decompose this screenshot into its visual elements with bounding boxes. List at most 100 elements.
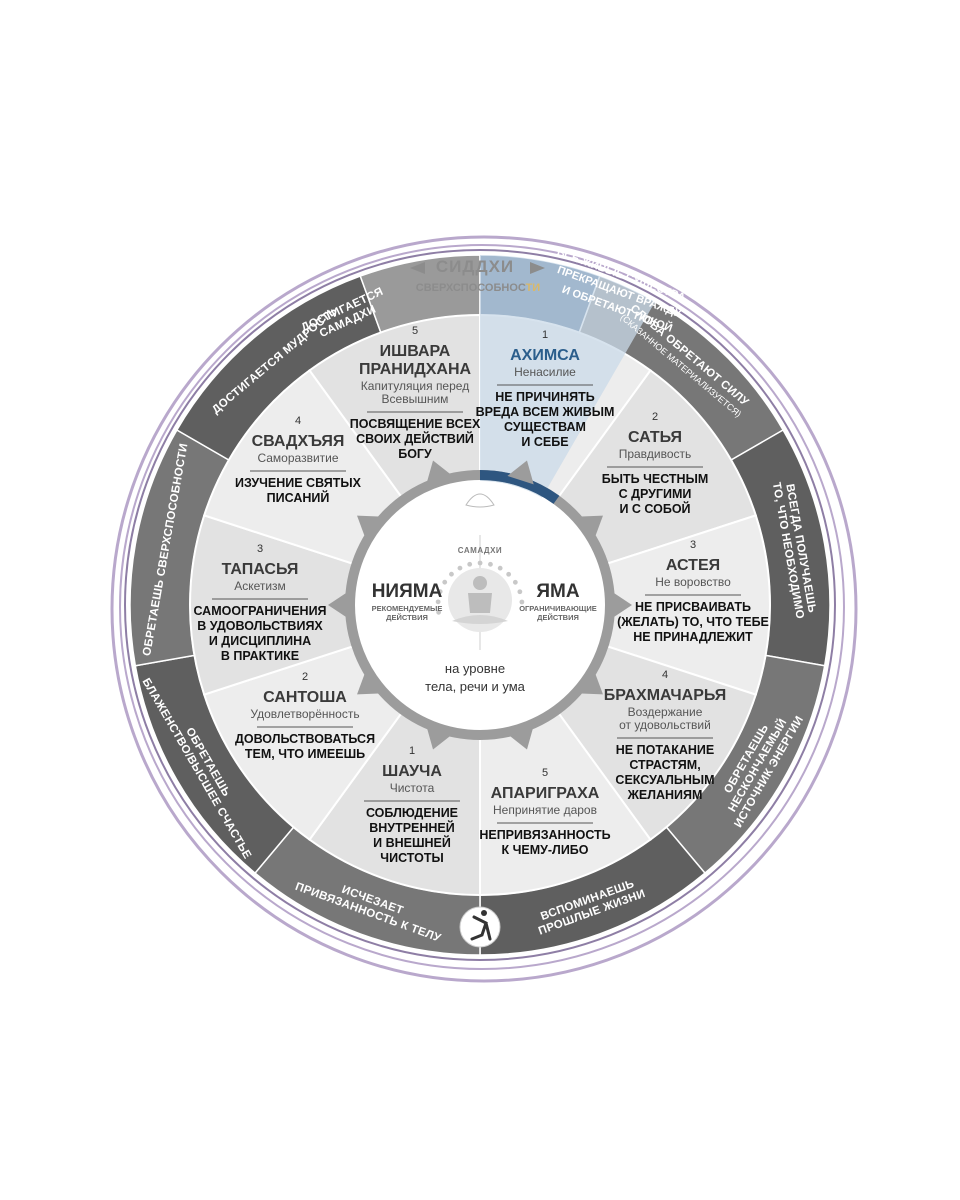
step-subtitle: Удовлетворённость: [250, 707, 359, 721]
step-description: И СЕБЕ: [521, 435, 568, 449]
step-description: ИЗУЧЕНИЕ СВЯТЫХ: [235, 476, 362, 490]
step-description: СУЩЕСТВАМ: [504, 420, 586, 434]
step-description: С ДРУГИМИ: [619, 487, 692, 501]
purple-rim-outer: [110, 235, 858, 983]
figure-dot: [457, 565, 463, 571]
level-line: тела, речи и ума: [425, 679, 525, 694]
figure-dot: [442, 579, 448, 585]
figure-lotus-base: [452, 615, 508, 624]
step-description: НЕ ПРИСВАИВАТЬ: [635, 600, 751, 614]
siddhi-title: СИДДХИ: [436, 257, 514, 276]
step-description: ПИСАНИЙ: [267, 490, 330, 505]
figure-dot: [437, 589, 443, 595]
step-number: 5: [542, 767, 548, 779]
gear-tooth: [357, 671, 382, 695]
step-description: И С СОБОЙ: [619, 501, 690, 516]
figure-dot: [488, 561, 493, 567]
figure-dot: [497, 565, 503, 571]
step-description: И ВНЕШНЕЙ: [373, 835, 451, 850]
logo-circle: [459, 906, 501, 948]
step-name: САТЬЯ: [628, 429, 682, 446]
step-description: СТРАСТЯМ,: [629, 758, 700, 772]
step-description: ПОСВЯЩЕНИЕ ВСЕХ: [350, 417, 481, 431]
step-description: ВНУТРЕННЕЙ: [369, 820, 455, 835]
step-number: 5: [412, 325, 418, 337]
step-name: БРАХМАЧАРЬЯ: [604, 687, 727, 704]
step-number: 4: [662, 669, 668, 681]
step-description: НЕ ПРИЧИНЯТЬ: [495, 390, 595, 404]
step-subtitle: Воздержание: [628, 705, 703, 719]
step-number: 1: [409, 745, 415, 757]
figure-dot: [512, 579, 518, 585]
level-line: на уровне: [445, 661, 505, 676]
lotus-petal: [465, 493, 495, 508]
step-description: В УДОВОЛЬСТВИЯХ: [197, 619, 323, 633]
step-description: ЖЕЛАНИЯМ: [627, 788, 703, 802]
step-description: СВОИХ ДЕЙСТВИЙ: [356, 431, 474, 446]
step-description: ЧИСТОТЫ: [380, 851, 443, 865]
step-number: 4: [295, 415, 301, 427]
figure-dot: [435, 599, 441, 605]
logo-figure: [470, 915, 492, 941]
inner-segments: [189, 255, 771, 897]
step-description: САМООГРАНИЧЕНИЯ: [193, 604, 326, 618]
niyama-sub-line: ДЕЙСТВИЯ: [386, 613, 428, 622]
figure-dot: [517, 589, 523, 595]
gear-tooth: [611, 591, 632, 619]
step-description: ВРЕДА ВСЕМ ЖИВЫМ: [476, 405, 615, 419]
yama-sub-line: ДЕЙСТВИЯ: [537, 613, 579, 622]
gear-tooth: [426, 460, 453, 485]
siddhi-arrow-left-icon: [410, 262, 425, 274]
figure-dot: [467, 561, 473, 567]
step-number: 1: [542, 329, 548, 341]
figure-head: [473, 576, 487, 590]
gear-tooth: [357, 515, 382, 539]
step-description: БОГУ: [398, 447, 432, 461]
gear-tooth: [328, 591, 349, 619]
step-description: ТЕМ, ЧТО ИМЕЕШЬ: [245, 747, 365, 761]
figure-logo-icon: [459, 906, 501, 948]
figure-body: [468, 593, 492, 613]
gear-tooth: [507, 460, 534, 485]
purple-rim-middle: [119, 244, 845, 970]
step-number: 3: [257, 543, 263, 555]
step-number: 3: [690, 539, 696, 551]
step-subtitle: Капитуляция перед: [361, 379, 469, 393]
step-name: ШАУЧА: [382, 763, 442, 780]
step-description: К ЧЕМУ-ЛИБО: [501, 843, 588, 857]
gear-tooth: [578, 515, 603, 539]
logo-head: [481, 910, 487, 916]
figure-dot: [519, 599, 525, 605]
samadhi-label: САМАДХИ: [458, 546, 502, 555]
ahimsa-highlight-wedge: [480, 255, 655, 510]
step-number: 2: [302, 671, 308, 683]
step-subtitle: Непринятие даров: [493, 803, 597, 817]
step-subtitle: Правдивость: [619, 447, 692, 461]
step-name: СВАДХЪЯЯ: [252, 433, 345, 450]
siddhi-arrow-right-icon: [530, 262, 545, 274]
step-description: СОБЛЮДЕНИЕ: [366, 806, 458, 820]
step-subtitle: Саморазвитие: [257, 451, 338, 465]
step-number: 2: [652, 411, 658, 423]
step-description: НЕ ПРИНАДЛЕЖИТ: [633, 630, 753, 644]
step-name: ИШВАРА: [380, 343, 451, 360]
gear-tooth: [578, 671, 603, 695]
gear-tooth: [507, 725, 534, 750]
lotus-icon: [465, 493, 495, 508]
step-description: НЕПРИВЯЗАННОСТЬ: [479, 828, 610, 842]
figure-dot: [449, 571, 454, 577]
niyama-sub-line: РЕКОМЕНДУЕМЫЕ: [372, 604, 443, 613]
step-name: АСТЕЯ: [666, 557, 720, 574]
figure-dot: [506, 571, 512, 577]
yama-sub-line: ОГРАНИЧИВАЮЩИЕ: [519, 604, 597, 613]
yama-title: ЯМА: [536, 581, 579, 602]
step-subtitle: Не воровство: [655, 575, 731, 589]
niyama-item-2: 2САНТОШАУдовлетворённостьДОВОЛЬСТВОВАТЬС…: [235, 671, 375, 761]
